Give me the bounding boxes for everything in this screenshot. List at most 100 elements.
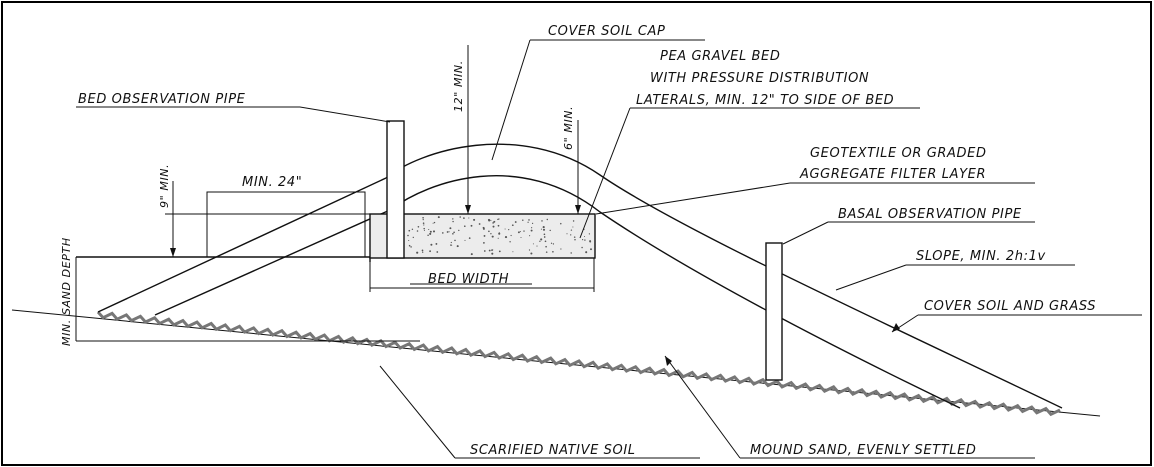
mound-sand-left-toe <box>76 256 371 262</box>
min-12-arrow <box>465 205 471 214</box>
gravel-dot <box>429 250 431 253</box>
gravel-dot <box>512 251 514 253</box>
gravel-dot <box>408 239 410 242</box>
gravel-dot <box>570 234 572 236</box>
mound-sand-label: MOUND SAND, EVENLY SETTLED <box>750 443 977 458</box>
gravel-dot <box>492 225 495 228</box>
min-24-label: MIN. 24" <box>242 175 302 190</box>
gravel-dot <box>437 216 440 219</box>
gravel-dot <box>483 250 486 252</box>
cover-soil-grass-arrow <box>892 323 900 332</box>
gravel-dot <box>449 227 452 230</box>
gravel-dot <box>463 217 465 219</box>
gravel-dot <box>560 248 562 250</box>
gravel-dot <box>544 240 547 243</box>
gravel-dot <box>528 249 531 251</box>
gravel-dot <box>543 233 546 236</box>
gravel-dot <box>416 251 419 254</box>
gravel-dot <box>574 239 576 241</box>
gravel-dot <box>545 251 548 253</box>
gravel-dot <box>452 218 454 220</box>
gravel-dot <box>422 216 424 219</box>
bed-obs-pipe-label: BED OBSERVATION PIPE <box>78 92 246 107</box>
gravel-dot <box>540 238 543 241</box>
gravel-dot <box>488 249 491 252</box>
cover-soil-cap-outer <box>385 143 1063 409</box>
gravel-dot <box>478 223 481 225</box>
gravel-dot <box>422 251 424 253</box>
gravel-dot <box>560 223 562 225</box>
gravel-dot <box>542 226 545 229</box>
gravel-dot <box>490 219 492 221</box>
gravel-dot <box>520 236 522 239</box>
gravel-dot <box>422 218 424 221</box>
gravel-dot <box>572 220 575 222</box>
gravel-dot <box>441 232 444 234</box>
gravel-dot <box>433 221 436 224</box>
gravel-dot <box>491 235 494 238</box>
basal-obs-pipe-label: BASAL OBSERVATION PIPE <box>838 207 1022 222</box>
gravel-dot <box>488 230 490 233</box>
gravel-dot <box>408 244 411 247</box>
gravel-dot <box>483 234 486 237</box>
gravel-dot <box>408 229 411 232</box>
gravel-dot <box>509 241 511 243</box>
bed-width-dimension <box>369 258 595 292</box>
gravel-dot <box>492 249 494 251</box>
gravel-dot <box>529 235 531 237</box>
gravel-dot <box>546 218 549 221</box>
scarified-soil-hatch <box>96 310 1061 417</box>
geotextile-label-2: AGGREGATE FILTER LAYER <box>799 167 986 182</box>
gravel-dot <box>468 217 470 219</box>
pea-gravel-label-2: WITH PRESSURE DISTRIBUTION <box>650 71 869 86</box>
min-9-label: 9" MIN. <box>158 164 171 208</box>
gravel-dot <box>454 239 456 242</box>
gravel-dot <box>531 222 534 225</box>
gravel-dot <box>417 226 420 228</box>
scarified-soil-label: SCARIFIED NATIVE SOIL <box>470 443 636 458</box>
gravel-dot <box>514 221 517 223</box>
gravel-dot <box>452 220 454 223</box>
gravel-dot <box>540 228 542 230</box>
gravel-dot <box>470 224 473 227</box>
gravel-dot <box>583 235 586 238</box>
gravel-dot <box>498 232 501 235</box>
gravel-dot <box>532 243 534 245</box>
cover-soil-grass-label: COVER SOIL AND GRASS <box>924 299 1096 314</box>
min-12-label: 12" MIN. <box>452 60 465 112</box>
gravel-dot <box>550 242 553 244</box>
gravel-dot <box>421 249 424 252</box>
cover-soil-grass-leader <box>891 314 1142 333</box>
gravel-dot <box>523 230 525 232</box>
gravel-dot <box>530 229 533 232</box>
gravel-dot <box>436 251 439 253</box>
gravel-dot <box>487 218 491 221</box>
gravel-dot <box>517 231 520 234</box>
gravel-dot <box>456 245 459 248</box>
gravel-dot <box>522 219 524 222</box>
gravel-dot <box>446 231 449 233</box>
gravel-dot <box>468 237 471 239</box>
scarified-soil-leader <box>379 365 700 459</box>
gravel-dot <box>448 231 450 233</box>
gravel-dot <box>536 245 538 247</box>
gravel-dot <box>482 227 485 230</box>
pea-gravel-label-3: LATERALS, MIN. 12" TO SIDE OF BED <box>636 93 894 108</box>
gravel-dot <box>531 227 533 229</box>
gravel-dot <box>423 229 425 231</box>
gravel-dot <box>539 240 541 242</box>
gravel-dot <box>432 230 436 233</box>
gravel-dot <box>589 241 591 243</box>
gravel-dot <box>549 229 551 232</box>
left-slope-inner <box>154 209 391 316</box>
gravel-dot <box>545 245 547 248</box>
gravel-dot <box>464 239 466 241</box>
gravel-dot <box>423 227 425 230</box>
gravel-dot <box>497 237 499 239</box>
gravel-dot <box>492 222 494 224</box>
gravel-dot <box>422 222 425 224</box>
bed-obs-pipe-leader <box>76 106 391 123</box>
min-24-dimension <box>165 191 370 257</box>
gravel-dot <box>493 220 496 223</box>
